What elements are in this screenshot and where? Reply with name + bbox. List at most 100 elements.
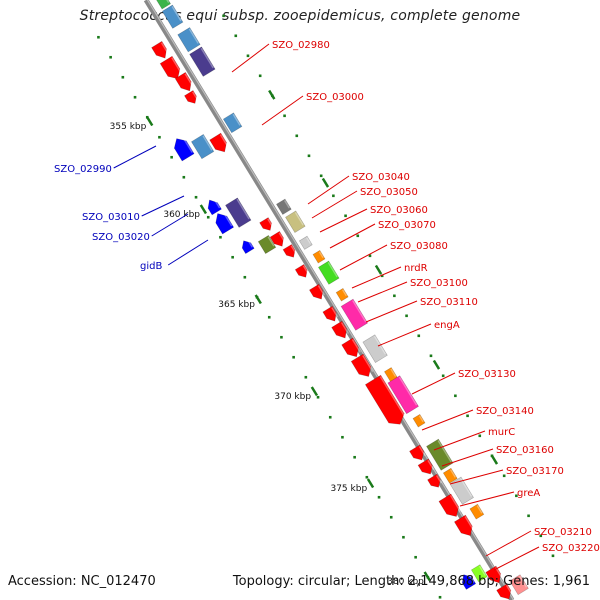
gene-label[interactable]: SZO_03010 bbox=[82, 212, 140, 223]
forward-gene-block[interactable] bbox=[340, 298, 369, 331]
major-tick bbox=[310, 386, 319, 397]
forward-gene-block[interactable] bbox=[161, 4, 184, 29]
reverse-gene-arrow[interactable] bbox=[205, 197, 222, 216]
forward-gene-arrow[interactable] bbox=[427, 473, 444, 490]
forward-gene-arrow[interactable] bbox=[438, 493, 462, 520]
label-leader-line bbox=[167, 239, 209, 266]
gene-label[interactable]: SZO_03160 bbox=[496, 445, 554, 456]
label-leader-line bbox=[151, 213, 189, 237]
gene-label[interactable]: SZO_03080 bbox=[390, 241, 448, 252]
tick-mark bbox=[109, 55, 112, 59]
tick-mark bbox=[441, 374, 445, 378]
reverse-gene-arrow[interactable] bbox=[212, 210, 235, 235]
forward-gene-block[interactable] bbox=[469, 503, 485, 520]
forward-gene-arrow[interactable] bbox=[322, 305, 340, 324]
tick-mark bbox=[380, 274, 384, 278]
forward-gene-block[interactable] bbox=[152, 0, 171, 10]
forward-gene-arrow[interactable] bbox=[259, 217, 275, 233]
forward-gene-block[interactable] bbox=[318, 260, 340, 285]
reverse-gene-arrow[interactable] bbox=[239, 238, 255, 255]
forward-gene-block[interactable] bbox=[298, 235, 313, 250]
reverse-gene-block[interactable] bbox=[225, 197, 252, 228]
tick-mark bbox=[246, 54, 250, 58]
forward-gene-block[interactable] bbox=[222, 112, 243, 134]
forward-gene-block[interactable] bbox=[426, 438, 454, 471]
gene-label[interactable]: SZO_03140 bbox=[476, 406, 534, 417]
gene-label[interactable]: SZO_03110 bbox=[420, 297, 478, 308]
tick-mark bbox=[234, 34, 238, 38]
tick-mark bbox=[295, 134, 299, 138]
reverse-gene-arrow[interactable] bbox=[171, 135, 195, 162]
label-leader-line bbox=[141, 195, 185, 217]
forward-gene-arrow[interactable] bbox=[350, 353, 374, 380]
forward-gene-block[interactable] bbox=[189, 46, 216, 77]
gene-label[interactable]: SZO_03210 bbox=[534, 527, 592, 538]
gene-label[interactable]: SZO_03060 bbox=[370, 205, 428, 216]
forward-gene-arrow[interactable] bbox=[496, 583, 515, 600]
label-leader-line bbox=[307, 175, 350, 205]
tick-mark bbox=[222, 14, 225, 18]
major-tick bbox=[490, 454, 499, 465]
forward-gene-block[interactable] bbox=[276, 198, 292, 215]
forward-gene-block[interactable] bbox=[335, 287, 349, 302]
gene-label[interactable]: SZO_03100 bbox=[410, 278, 468, 289]
forward-gene-arrow[interactable] bbox=[341, 337, 362, 360]
gene-label[interactable]: SZO_03000 bbox=[306, 92, 364, 103]
forward-gene-arrow[interactable] bbox=[331, 320, 351, 341]
gene-label[interactable]: SZO_03050 bbox=[360, 187, 418, 198]
label-leader-line bbox=[319, 208, 368, 233]
tick-mark bbox=[133, 95, 137, 99]
scale-label: 370 kbp bbox=[274, 392, 311, 402]
tick-mark bbox=[206, 215, 210, 219]
tick-mark bbox=[280, 335, 283, 339]
forward-gene-arrow[interactable] bbox=[364, 374, 407, 429]
gene-label[interactable]: SZO_02980 bbox=[272, 40, 330, 51]
forward-gene-arrow[interactable] bbox=[417, 458, 436, 477]
forward-gene-arrow[interactable] bbox=[209, 132, 230, 155]
forward-gene-block[interactable] bbox=[177, 27, 201, 53]
tick-mark bbox=[304, 375, 308, 379]
forward-gene-arrow[interactable] bbox=[269, 230, 287, 249]
tick-mark bbox=[158, 135, 161, 139]
gene-label[interactable]: greA bbox=[517, 488, 540, 499]
gene-label[interactable]: gidB bbox=[140, 261, 162, 272]
gene-label[interactable]: SZO_03220 bbox=[542, 543, 600, 554]
forward-gene-block[interactable] bbox=[412, 413, 426, 428]
forward-gene-block[interactable] bbox=[285, 210, 306, 233]
forward-gene-block[interactable] bbox=[442, 467, 458, 484]
gene-label[interactable]: engA bbox=[434, 320, 460, 331]
tick-mark bbox=[283, 114, 286, 118]
forward-gene-arrow[interactable] bbox=[184, 90, 199, 106]
gene-label[interactable]: SZO_03070 bbox=[378, 220, 436, 231]
reverse-gene-block[interactable] bbox=[191, 133, 215, 160]
map-title: Streptococcus equi subsp. zooepidemicus,… bbox=[79, 8, 521, 24]
major-tick bbox=[423, 571, 431, 582]
gene-label[interactable]: murC bbox=[488, 427, 515, 438]
forward-gene-arrow[interactable] bbox=[174, 71, 195, 94]
forward-gene-arrow[interactable] bbox=[453, 514, 476, 539]
forward-gene-arrow[interactable] bbox=[294, 264, 310, 279]
forward-gene-arrow[interactable] bbox=[409, 444, 428, 463]
gene-label[interactable]: SZO_03020 bbox=[92, 232, 150, 243]
forward-gene-arrow[interactable] bbox=[282, 244, 298, 259]
gene-label[interactable]: SZO_03040 bbox=[352, 172, 410, 183]
forward-gene-block[interactable] bbox=[449, 476, 474, 505]
forward-gene-block[interactable] bbox=[509, 574, 529, 596]
gene-label[interactable]: nrdR bbox=[404, 263, 428, 274]
tick-mark bbox=[356, 234, 360, 238]
tick-mark bbox=[316, 395, 320, 399]
gene-label[interactable]: SZO_03170 bbox=[506, 466, 564, 477]
forward-gene-arrow[interactable] bbox=[309, 283, 326, 302]
forward-gene-block[interactable] bbox=[312, 249, 326, 264]
reverse-gene-arrow[interactable] bbox=[459, 572, 477, 590]
reverse-gene-block[interactable] bbox=[257, 234, 277, 255]
forward-gene-arrow[interactable] bbox=[485, 565, 505, 586]
forward-gene-arrow[interactable] bbox=[151, 40, 171, 61]
forward-gene-block[interactable] bbox=[387, 375, 419, 415]
gene-label[interactable]: SZO_03130 bbox=[458, 369, 516, 380]
forward-gene-arrow[interactable] bbox=[159, 55, 183, 82]
reverse-gene-block[interactable] bbox=[470, 564, 488, 583]
label-leader-line bbox=[421, 409, 474, 431]
gene-label[interactable]: SZO_02990 bbox=[54, 164, 112, 175]
tick-mark bbox=[332, 194, 335, 198]
